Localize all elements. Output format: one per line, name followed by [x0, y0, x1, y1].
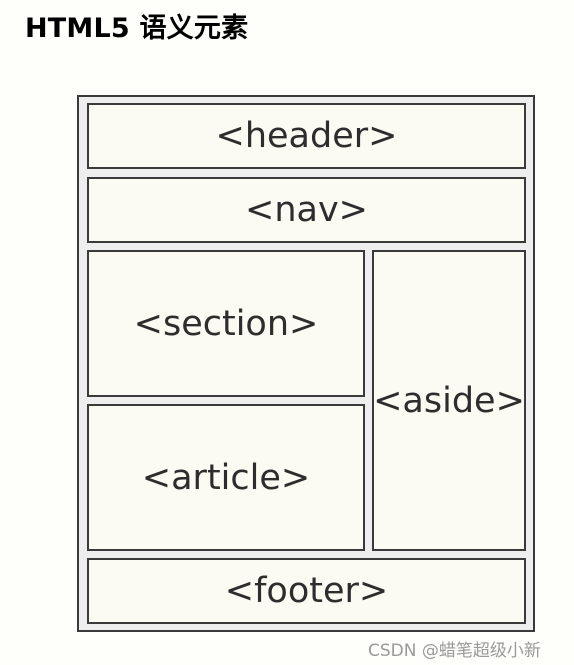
page-title: HTML5 语义元素: [25, 13, 249, 44]
nav-box: <nav>: [87, 177, 526, 243]
section-box: <section>: [87, 250, 365, 397]
watermark: CSDN @蜡笔超级小新: [368, 641, 541, 661]
aside-box: <aside>: [372, 250, 526, 551]
semantic-layout-diagram: <header> <nav> <section> <article> <asid…: [77, 95, 535, 632]
article-box: <article>: [87, 404, 365, 551]
footer-box: <footer>: [87, 558, 526, 624]
header-box: <header>: [87, 103, 526, 169]
